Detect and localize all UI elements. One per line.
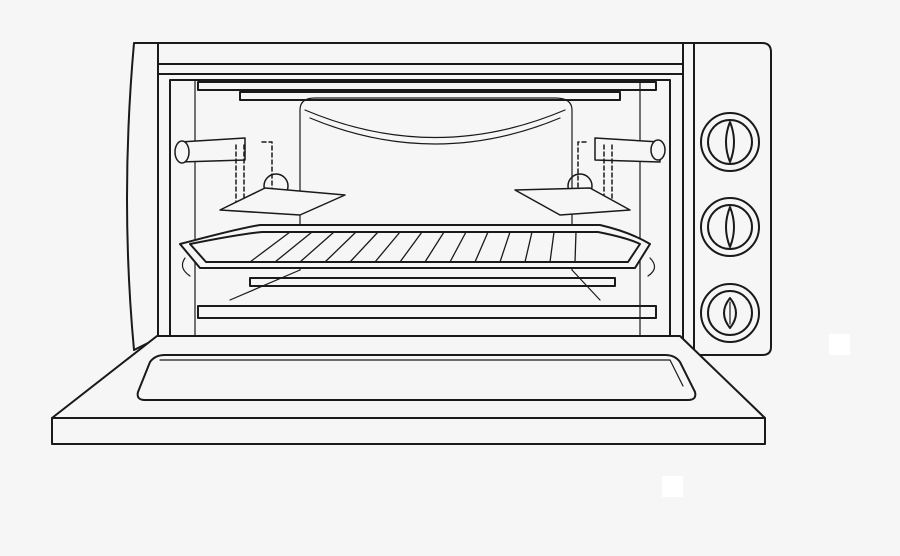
- wire-rack: [179, 224, 656, 277]
- oven-door: [51, 335, 766, 445]
- knob-bottom: [700, 283, 760, 343]
- knob-top: [700, 112, 760, 172]
- knob-middle: [700, 197, 760, 257]
- background-patches: [662, 334, 850, 497]
- control-knobs: [700, 112, 760, 343]
- heating-elements: [197, 81, 657, 319]
- rack-supports: [174, 137, 666, 216]
